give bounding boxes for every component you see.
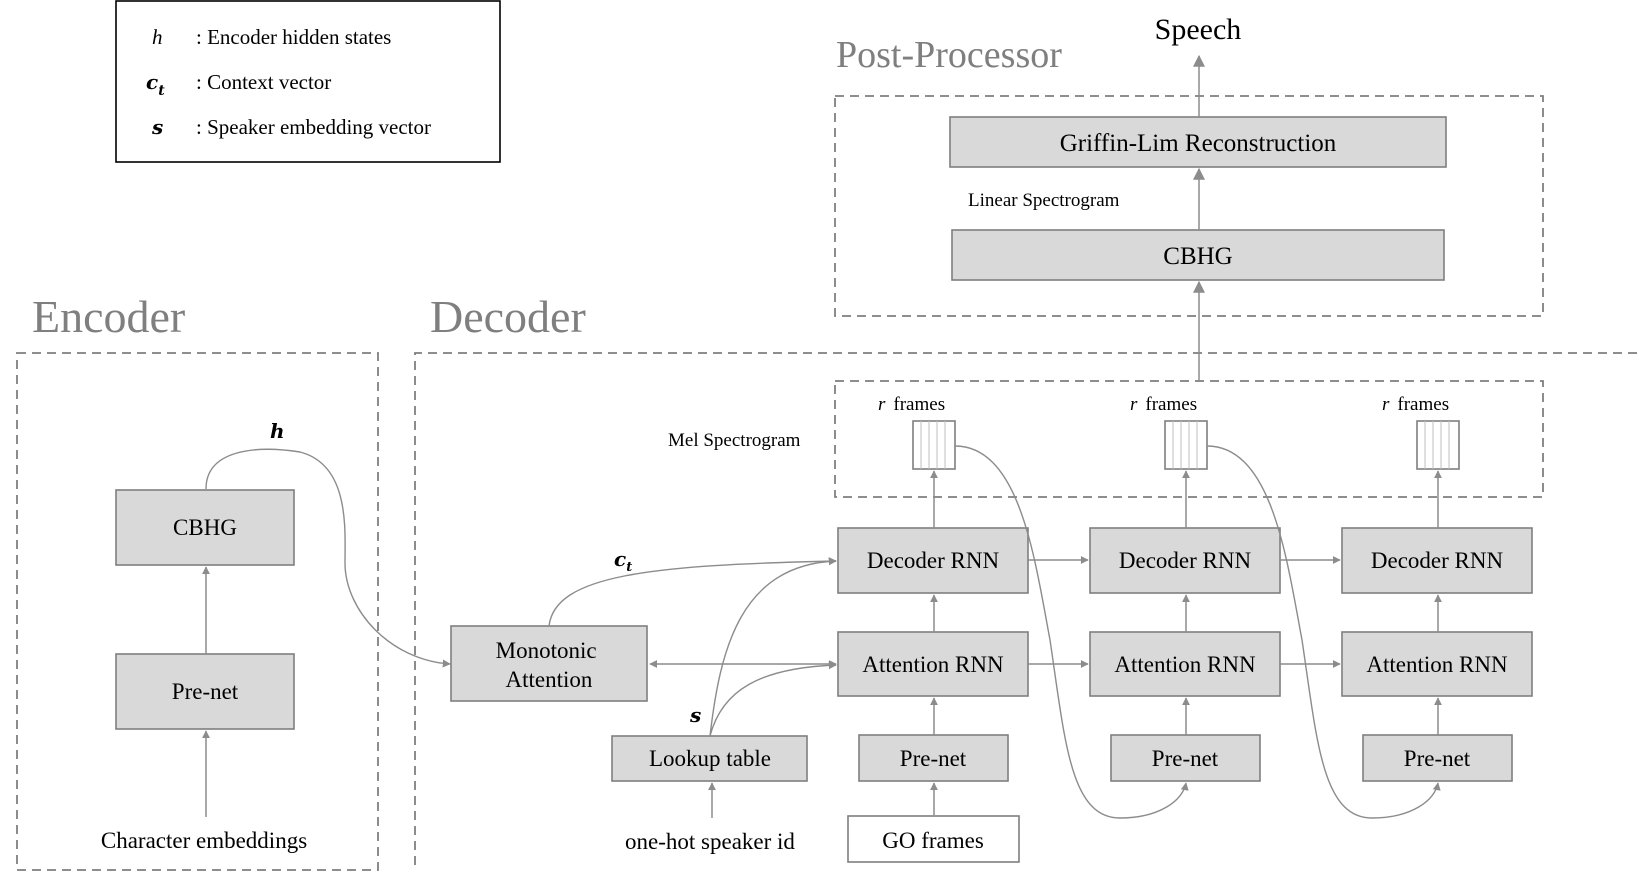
legend-ct-text: : Context vector [196, 70, 331, 94]
decoder-prenet-label-2: Pre-net [1152, 746, 1219, 771]
feedback-curve-1 [954, 445, 1189, 819]
lookup-table-label: Lookup table [649, 746, 771, 771]
decoder-frame [414, 352, 1637, 870]
ct-curve-to-decoder-rnn [548, 557, 837, 627]
go-frames-box [847, 815, 1020, 863]
encoder-prenet-box [115, 653, 295, 730]
encoder-frame [16, 352, 379, 871]
s-curve-to-attention-rnn [709, 661, 837, 737]
ct-label: ct [614, 547, 632, 575]
decoder-rnn-box-3 [1341, 527, 1533, 594]
speech-output-label: Speech [1155, 13, 1242, 46]
column-arrows [930, 470, 1442, 815]
h-label: h [270, 419, 285, 443]
h-curve-to-attention [205, 448, 451, 668]
decoder-rnn-box-1 [837, 527, 1029, 594]
frame-block-1 [912, 420, 956, 470]
legend-s-symbol: s [151, 115, 163, 139]
attention-rnn-label-1: Attention RNN [862, 652, 1004, 677]
monotonic-attention-box [450, 625, 648, 702]
speaker-id-label: one-hot speaker id [625, 829, 795, 854]
legend-s-text: : Speaker embedding vector [196, 115, 431, 139]
s-curve-to-decoder-rnn [709, 557, 837, 737]
legend: h : Encoder hidden states ct : Context v… [115, 0, 501, 163]
attention-rnn-box-3 [1341, 631, 1533, 697]
decoder-prenet-label-3: Pre-net [1404, 746, 1471, 771]
go-frames-label: GO frames [882, 828, 984, 853]
post-processor-section-title: Post-Processor [836, 34, 1062, 76]
attention-rnn-box-1 [837, 631, 1029, 697]
griffin-lim-box [949, 116, 1447, 168]
decoder-section-title: Decoder [430, 291, 586, 342]
horizontal-arrows [649, 556, 1341, 668]
feedback-curve-2 [1206, 445, 1441, 819]
decoder-prenet-box-2 [1110, 734, 1261, 782]
lookup-table-box [611, 735, 808, 782]
post-processor-frame [834, 95, 1544, 317]
legend-h-symbol: h [152, 25, 163, 49]
decoder-prenet-box-1 [858, 734, 1009, 782]
griffin-lim-label: Griffin-Lim Reconstruction [1060, 130, 1337, 157]
attention-rnn-label-2: Attention RNN [1114, 652, 1256, 677]
decoder-prenet-box-3 [1362, 734, 1513, 782]
attention-rnn-label-3: Attention RNN [1366, 652, 1508, 677]
decoder-rnn-label-2: Decoder RNN [1119, 548, 1252, 573]
s-label: s [689, 703, 701, 727]
post-cbhg-box [951, 229, 1445, 281]
legend-ct-symbol: ct [146, 70, 165, 99]
encoder-section-title: Encoder [32, 291, 185, 342]
encoder-cbhg-label: CBHG [173, 515, 237, 540]
encoder-cbhg-box [115, 489, 295, 566]
frame-block-2 [1164, 420, 1208, 470]
decoder-rnn-label-3: Decoder RNN [1371, 548, 1504, 573]
mel-spectrogram-frame [834, 380, 1544, 498]
legend-h-text: : Encoder hidden states [196, 25, 391, 49]
mel-spectrogram-label: Mel Spectrogram [668, 430, 801, 451]
post-cbhg-label: CBHG [1163, 243, 1232, 270]
character-embeddings-label: Character embeddings [101, 828, 307, 853]
frame-block-3 [1416, 420, 1460, 470]
decoder-rnn-label-1: Decoder RNN [867, 548, 1000, 573]
decoder-rnn-box-2 [1089, 527, 1281, 594]
encoder-prenet-label: Pre-net [172, 679, 239, 704]
decoder-prenet-label-1: Pre-net [900, 746, 967, 771]
monotonic-attention-label: Monotonic Attention [496, 638, 603, 692]
linear-spectrogram-label: Linear Spectrogram [968, 190, 1120, 211]
attention-rnn-box-2 [1089, 631, 1281, 697]
